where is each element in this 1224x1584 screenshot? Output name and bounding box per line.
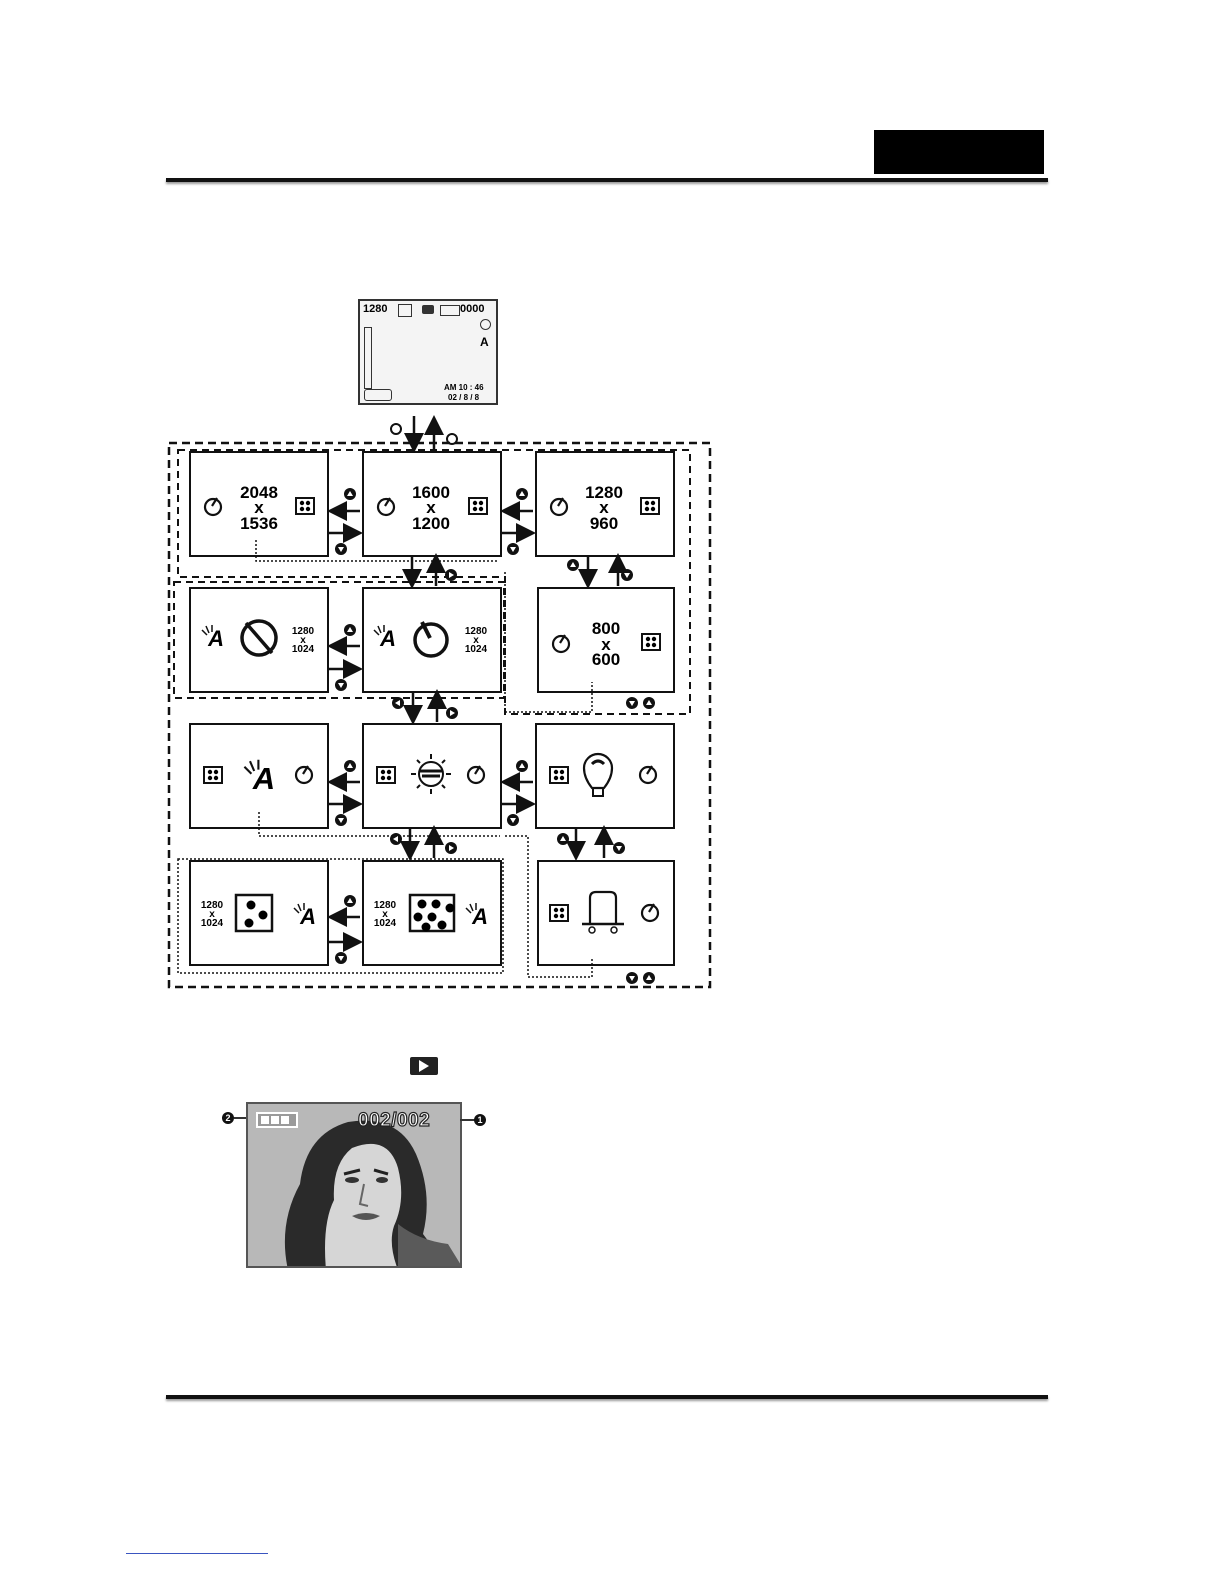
screen-wb-daylight xyxy=(363,724,501,828)
small-res-bot-4: 1024 xyxy=(374,918,397,929)
screen-800x600: 800 x 600 xyxy=(538,588,674,692)
screen-1280x960: 1280 x 960 xyxy=(536,452,674,556)
self-timer-icon xyxy=(480,319,491,330)
screen-2048x1536: 2048 x 1536 xyxy=(190,452,328,556)
header-rule xyxy=(166,178,1048,182)
battery-icon xyxy=(364,389,392,401)
playback-icon xyxy=(410,1057,438,1075)
res-2048-bot: 1536 xyxy=(240,514,278,533)
screen-1600x1200: 1600 x 1200 xyxy=(363,452,501,556)
camera-mode-icon xyxy=(422,305,434,314)
screen-quality-fine: 1280 x 1024 xyxy=(363,861,501,965)
battery-icon xyxy=(256,1112,298,1128)
quality-icon xyxy=(398,304,412,317)
res-1280-bot: 960 xyxy=(590,514,618,533)
preview-time: AM 10 : 46 xyxy=(444,383,484,392)
preview-resolution: 1280 xyxy=(363,303,387,315)
flash-auto-icon: A xyxy=(480,335,489,349)
screen-timer-off: 1280 x 1024 xyxy=(190,588,328,692)
res-800-bot: 600 xyxy=(592,650,620,669)
playback-screen: 2 002/002 1 xyxy=(222,1102,492,1270)
screen-wb-tungsten xyxy=(536,724,674,828)
image-counter: 002/002 xyxy=(358,1110,430,1132)
preview-lcd: 1280 0000 A AM 10 : 46 02 / 8 / 8 xyxy=(358,299,498,405)
callout-2: 2 xyxy=(222,1112,234,1124)
screen-wb-fluorescent xyxy=(538,861,674,965)
preview-counter: 0000 xyxy=(460,303,484,315)
menu-flow-diagram: A 2048 x 1536 1600 x 1200 1280 x 960 xyxy=(160,412,720,997)
playback-photo-frame: 002/002 xyxy=(246,1102,462,1268)
preview-date: 02 / 8 / 8 xyxy=(448,393,479,402)
screen-timer-on: 1280 x 1024 xyxy=(363,588,501,692)
small-res-bot-1: 1024 xyxy=(292,644,315,655)
screen-quality-normal: 1280 x 1024 xyxy=(190,861,328,965)
small-res-bot-3: 1024 xyxy=(201,918,224,929)
res-1600-bot: 1200 xyxy=(412,514,450,533)
zoom-bar xyxy=(364,327,372,389)
footer-link-underline[interactable] xyxy=(126,1553,268,1554)
memory-icon xyxy=(440,305,460,316)
callout-1: 1 xyxy=(474,1114,486,1126)
footer-rule xyxy=(166,1395,1048,1399)
small-res-bot-2: 1024 xyxy=(465,644,488,655)
chapter-tab xyxy=(874,130,1044,174)
